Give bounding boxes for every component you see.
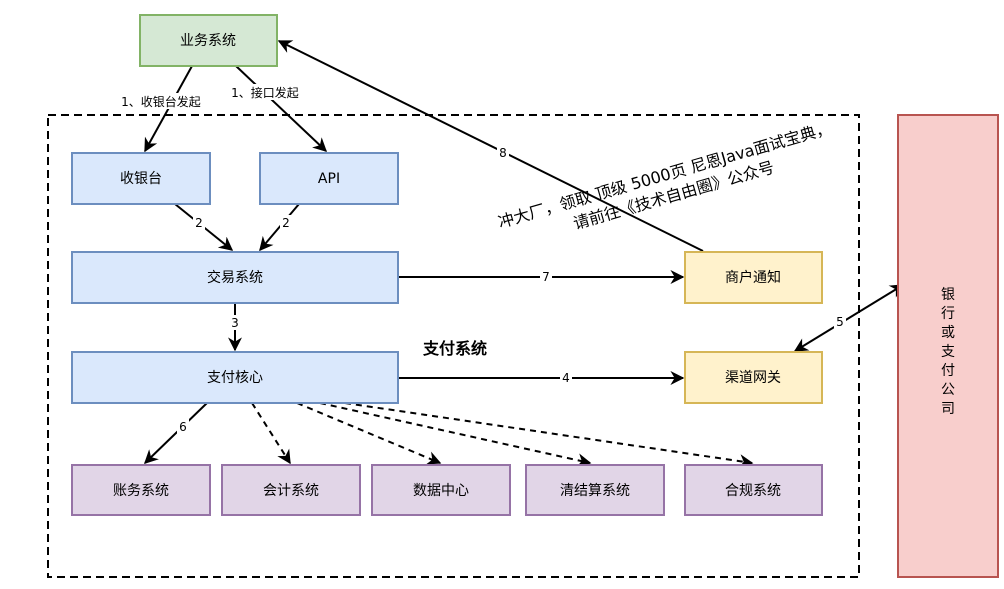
svg-text:司: 司 xyxy=(941,401,955,417)
edge-label-1-api: 1、接口发起 xyxy=(231,85,299,100)
svg-text:银: 银 xyxy=(941,287,955,303)
edge-business-to-api xyxy=(235,65,328,152)
node-merchant-notify: 商户通知 xyxy=(684,251,823,304)
node-pay-core: 支付核心 xyxy=(71,351,399,404)
edge-paycore-to-accounting xyxy=(251,402,291,465)
svg-text:支: 支 xyxy=(941,344,955,360)
edges xyxy=(143,40,905,469)
svg-text:账务系统: 账务系统 xyxy=(113,483,169,499)
group-title: 支付系统 xyxy=(422,339,487,358)
node-bank-or-payment-company: 银 行 或 支 付 公 司 xyxy=(897,114,999,578)
node-business-system: 业务系统 xyxy=(139,14,278,67)
svg-text:行: 行 xyxy=(941,306,955,322)
edge-labels: 1、收银台发起 1、接口发起 2 2 3 7 4 5 8 6 xyxy=(113,84,846,434)
svg-text:或: 或 xyxy=(941,325,955,341)
node-compliance-system: 合规系统 xyxy=(684,464,823,516)
svg-text:数据中心: 数据中心 xyxy=(413,483,469,499)
edge-paycore-to-clearing xyxy=(319,402,592,468)
edge-label-5: 5 xyxy=(836,315,844,329)
svg-text:渠道网关: 渠道网关 xyxy=(725,370,781,386)
node-channel-gateway: 渠道网关 xyxy=(684,351,823,404)
svg-text:会计系统: 会计系统 xyxy=(263,483,319,499)
svg-text:收银台: 收银台 xyxy=(120,171,162,187)
node-cashier: 收银台 xyxy=(71,152,211,205)
edge-label-1-cashier: 1、收银台发起 xyxy=(121,94,201,109)
edge-paycore-to-datacenter xyxy=(296,402,442,465)
edge-label-4: 4 xyxy=(562,371,570,385)
node-data-center: 数据中心 xyxy=(371,464,511,516)
svg-text:API: API xyxy=(318,171,340,187)
svg-text:公: 公 xyxy=(941,382,955,398)
edge-label-2-cashier: 2 xyxy=(195,216,203,230)
svg-text:合规系统: 合规系统 xyxy=(725,483,781,499)
svg-text:交易系统: 交易系统 xyxy=(207,269,263,286)
svg-text:商户通知: 商户通知 xyxy=(725,269,781,286)
svg-text:付: 付 xyxy=(941,363,955,379)
edge-label-2-api: 2 xyxy=(282,216,290,230)
edge-paycore-to-compliance xyxy=(344,402,754,469)
node-account-system: 账务系统 xyxy=(71,464,211,516)
edge-label-7: 7 xyxy=(542,270,550,284)
svg-text:支付核心: 支付核心 xyxy=(207,370,263,386)
node-clearing-system: 清结算系统 xyxy=(525,464,665,516)
edge-api-to-trade xyxy=(259,203,300,252)
edge-label-6: 6 xyxy=(179,420,187,434)
svg-text:清结算系统: 清结算系统 xyxy=(560,483,630,499)
node-api: API xyxy=(259,152,399,205)
edge-channel-to-bank xyxy=(793,284,905,352)
edge-label-3: 3 xyxy=(231,316,239,330)
edge-merchant-to-business xyxy=(277,40,704,252)
edge-label-8: 8 xyxy=(499,146,507,160)
watermark-line-1: 冲大厂，领取 顶级 5000页 尼恩Java面试宝典， xyxy=(496,118,834,232)
node-accounting-system: 会计系统 xyxy=(221,464,361,516)
svg-text:业务系统: 业务系统 xyxy=(180,33,236,49)
node-trade-system: 交易系统 xyxy=(71,251,399,304)
edge-paycore-to-account xyxy=(143,402,208,464)
